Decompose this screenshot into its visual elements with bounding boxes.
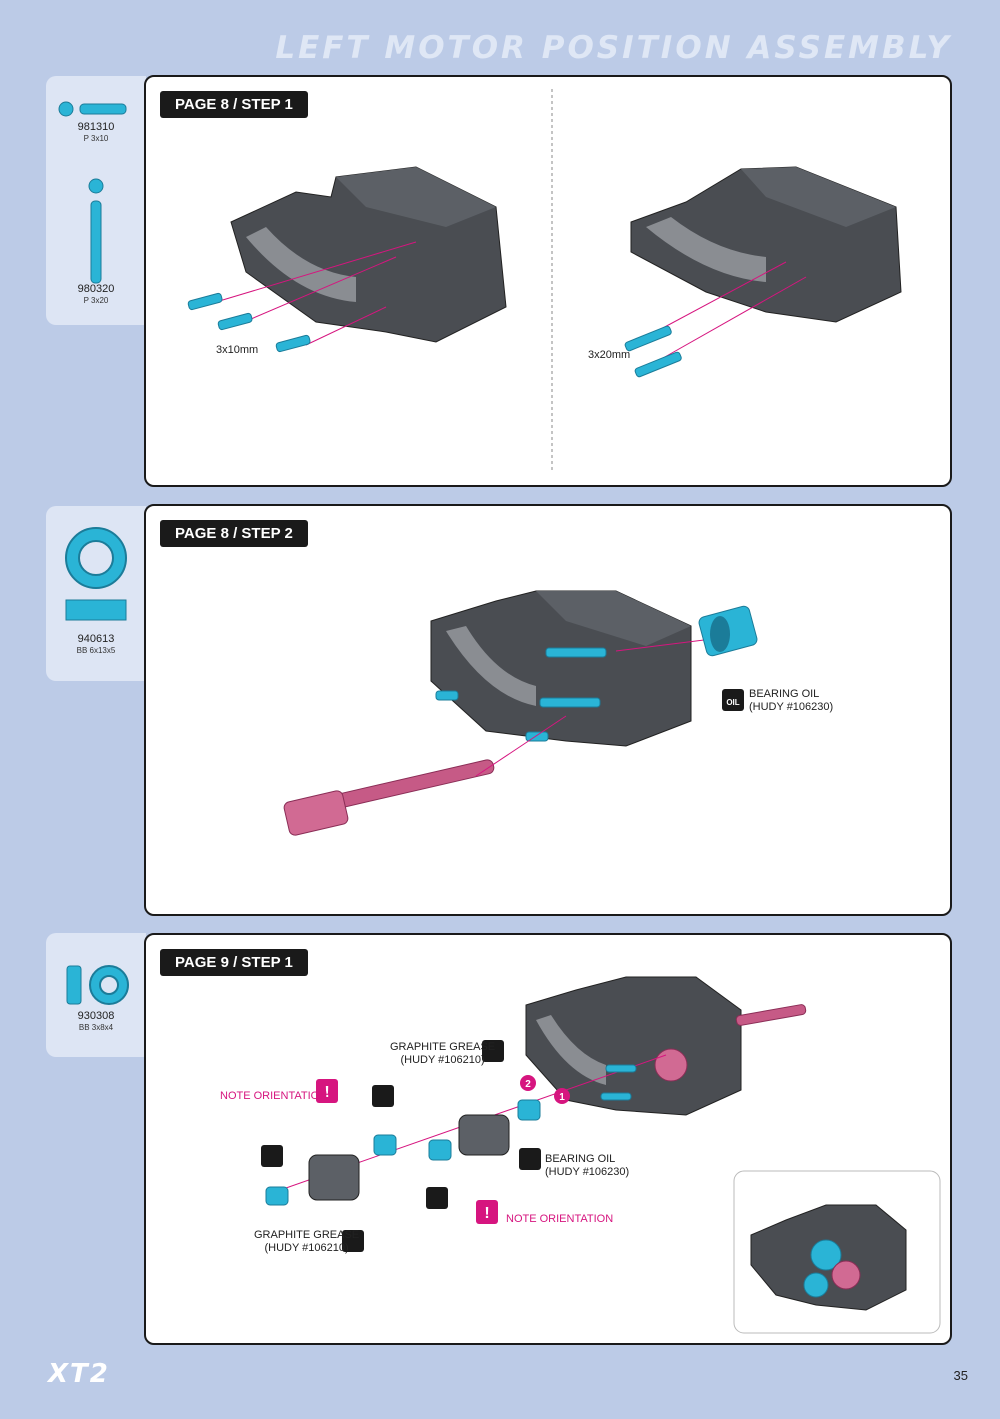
bearing-icon (65, 527, 127, 621)
step-label: PAGE 8 / STEP 1 (160, 91, 308, 118)
pin-size-label: 3x10mm (216, 344, 259, 356)
page-number: 35 (953, 1368, 968, 1383)
shaft-illustration (283, 590, 758, 836)
note-orientation-caption: NOTE ORIENTATION (506, 1213, 614, 1225)
page-title: LEFT MOTOR POSITION ASSEMBLY (275, 30, 952, 66)
svg-text:OIL: OIL (726, 698, 739, 707)
pin-small-icon (58, 101, 127, 284)
svg-text:!: ! (484, 1205, 489, 1222)
step-label: PAGE 9 / STEP 1 (160, 949, 308, 976)
brand-logo: XT2 (48, 1359, 110, 1389)
step-panel-2: PAGE 8 / STEP 2 OIL BEARING OIL(HUDY #10… (144, 504, 952, 916)
oil-caption: BEARING OIL(HUDY #106230) (545, 1153, 630, 1178)
pin-size-label: 3x20mm (588, 349, 631, 361)
small-bearing-icon (66, 965, 129, 1005)
pinion-shaft (283, 759, 495, 836)
gear-assembly-illustration: 2 1 ! ! (261, 976, 941, 1334)
step-panel-3: PAGE 9 / STEP 1 2 1 ! ! (144, 933, 952, 1345)
step-panel-1: PAGE 8 / STEP 1 3x10mm 3x20mm (144, 75, 952, 487)
oil-icon: OIL (722, 689, 744, 711)
note-orientation-caption: NOTE ORIENTATION (220, 1090, 328, 1102)
housing-illustration (187, 89, 902, 473)
svg-text:1: 1 (559, 1092, 565, 1103)
svg-text:2: 2 (525, 1079, 531, 1090)
grease-caption: GRAPHITE GREASE(HUDY #106210) (254, 1229, 360, 1254)
step-label: PAGE 8 / STEP 2 (160, 520, 308, 547)
svg-text:!: ! (324, 1084, 329, 1101)
grease-caption: GRAPHITE GREASE(HUDY #106210) (390, 1041, 496, 1066)
oil-caption: BEARING OIL(HUDY #106230) (749, 688, 834, 713)
